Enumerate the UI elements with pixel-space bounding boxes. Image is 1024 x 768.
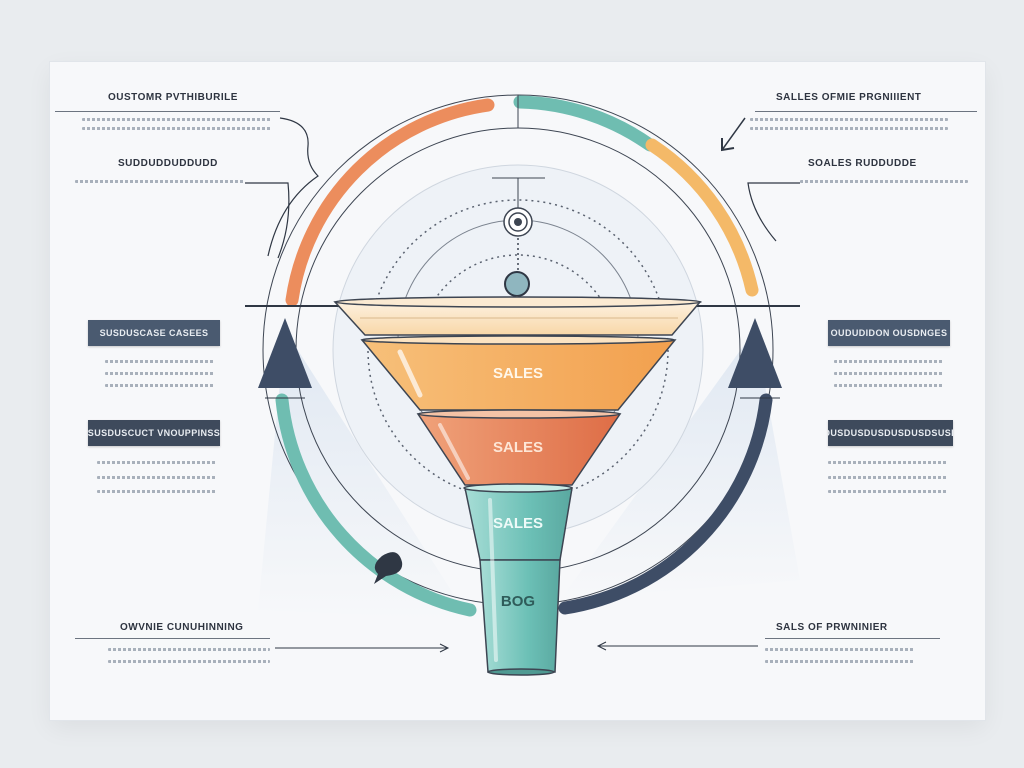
funnel-stage-2-label: SALES	[493, 439, 543, 456]
right-bottom-text-line	[765, 648, 915, 651]
left-tag-2: SUSDUSCUCT VNOUPPINSS	[88, 420, 220, 446]
left-bottom-heading: OWVNIE CUNUHINNING	[120, 622, 244, 633]
right-mid-heading: SOALES RUDDUDDE	[808, 158, 917, 169]
right-top-text-line	[750, 127, 948, 130]
teal-arc-bottom	[275, 393, 477, 617]
left-tag-2-text-line	[97, 476, 217, 479]
left-mid-heading: SUDDUDDUDDUDD	[118, 158, 218, 169]
funnel-stage-1-label: SALES	[493, 365, 543, 382]
left-top-rule	[55, 111, 280, 112]
right-tag-1-text-line	[834, 384, 944, 387]
navy-arc	[558, 393, 773, 615]
left-mid-connector	[245, 182, 290, 259]
left-tag-1-text-line	[105, 360, 215, 363]
right-tag-2-text-line	[828, 490, 948, 493]
right-mid-connector	[747, 182, 800, 242]
right-tag-2-text-line	[828, 476, 948, 479]
orange-arc	[285, 98, 495, 307]
right-tag-2-text-line	[828, 461, 948, 464]
left-bottom-text-line	[108, 660, 270, 663]
left-tag-1: SUSDUSCASE CASEES	[88, 320, 220, 346]
right-up-arrow-icon	[728, 318, 782, 388]
left-bottom-pointer-arrow-icon	[275, 643, 450, 653]
funnel-stage-4	[479, 559, 561, 673]
right-tag-2: OUSDUSDUSDUSDUSDSUSD	[828, 420, 953, 446]
left-top-connector	[267, 117, 319, 257]
left-tag-2-text-line	[97, 461, 217, 464]
target-icon	[492, 177, 545, 272]
left-up-arrow-icon	[258, 318, 312, 388]
left-top-heading: OUSTOMR PVTHIBURILE	[108, 92, 238, 103]
right-mid-text-line	[800, 180, 968, 183]
amber-arc	[645, 138, 759, 297]
right-bottom-pointer-arrow-icon	[596, 641, 758, 651]
left-tag-1-text-line	[105, 372, 215, 375]
left-top-text-line	[82, 118, 272, 121]
right-bottom-text-line	[765, 660, 915, 663]
teal-arc-top	[513, 95, 657, 152]
left-tag-1-text-line	[105, 384, 215, 387]
right-tag-1-text-line	[834, 372, 944, 375]
left-tag-2-text-line	[97, 490, 217, 493]
right-tag-1-text-line	[834, 360, 944, 363]
left-top-text-line	[82, 127, 272, 130]
right-tag-1: OUDUDIDON OUSDNGES	[828, 320, 950, 346]
funnel-stage-3-label: SALES	[493, 515, 543, 532]
right-bottom-rule	[765, 638, 940, 639]
left-mid-text-line	[75, 180, 245, 183]
right-top-arrow-icon	[721, 117, 746, 152]
left-bottom-rule	[75, 638, 270, 639]
speech-bubble-icon	[374, 552, 403, 584]
right-bottom-heading: SALS OF PRWNINIER	[776, 622, 888, 633]
left-bottom-text-line	[108, 648, 270, 651]
right-top-rule	[755, 111, 977, 112]
right-top-text-line	[750, 118, 948, 121]
funnel-stage-4-label: BOG	[501, 593, 535, 610]
right-top-heading: SALLES OFMIE PRGNIIIENT	[776, 92, 922, 103]
